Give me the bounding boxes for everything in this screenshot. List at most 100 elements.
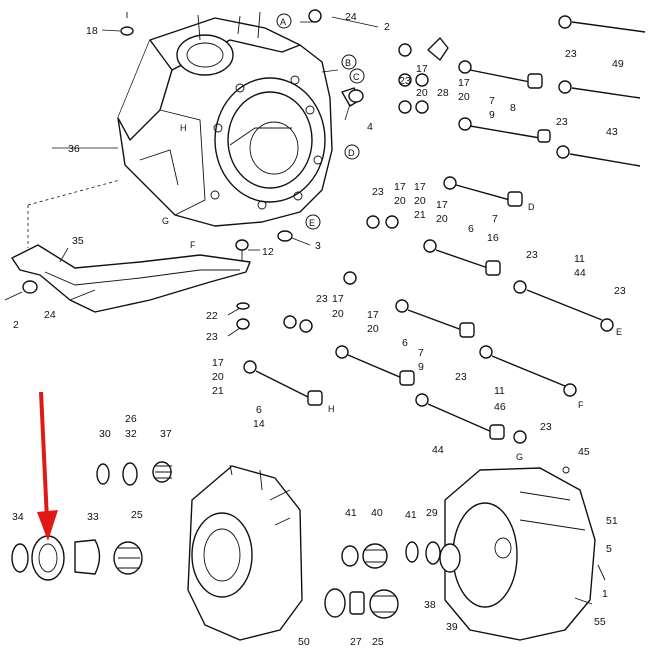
upper-crankcase-half <box>117 11 333 227</box>
strap-bracket-35 <box>4 179 251 330</box>
label-2: 2 <box>384 21 390 33</box>
label-41b: 41 <box>405 509 417 521</box>
label-28: 28 <box>437 87 449 99</box>
label-20g: 20 <box>367 323 379 335</box>
label-17c: 17 <box>394 181 406 193</box>
label-F2: F <box>578 400 584 410</box>
label-39: 39 <box>446 621 458 633</box>
bolts-and-washers <box>243 15 646 444</box>
label-23g: 23 <box>316 293 328 305</box>
lower-crankcase-left <box>187 464 303 641</box>
lower-bearing-set <box>324 543 399 619</box>
label-38: 38 <box>424 599 436 611</box>
label-22: 22 <box>206 310 218 322</box>
label-23b: 23 <box>399 75 411 87</box>
upper-case-small-parts <box>120 9 379 262</box>
label-46: 46 <box>494 401 506 413</box>
label-36: 36 <box>68 143 80 155</box>
label-F: F <box>190 240 196 250</box>
label-11b: 11 <box>494 385 505 397</box>
label-A: A <box>280 17 286 27</box>
label-17f: 17 <box>332 293 344 305</box>
label-32: 32 <box>125 428 137 440</box>
label-17d: 17 <box>414 181 426 193</box>
label-6a: 6 <box>468 223 474 235</box>
label-30: 30 <box>99 428 111 440</box>
label-G: G <box>162 216 169 226</box>
label-41a: 41 <box>345 507 357 519</box>
label-29: 29 <box>426 507 438 519</box>
label-7a: 7 <box>489 95 495 107</box>
label-51: 51 <box>606 515 618 527</box>
label-23j: 23 <box>540 421 552 433</box>
label-23d: 23 <box>556 116 568 128</box>
label-26: 26 <box>125 413 137 425</box>
label-20c: 20 <box>394 195 406 207</box>
label-23c: 23 <box>565 48 577 60</box>
label-23f: 23 <box>526 249 538 261</box>
label-23i: 23 <box>455 371 467 383</box>
leader-lines <box>52 21 351 337</box>
label-E: E <box>309 218 315 228</box>
label-9a: 9 <box>489 109 495 121</box>
label-G2: G <box>516 452 523 462</box>
label-37: 37 <box>160 428 172 440</box>
label-20d: 20 <box>414 195 426 207</box>
label-44a: 44 <box>574 267 586 279</box>
label-23: 23 <box>206 331 218 343</box>
label-4: 4 <box>367 121 373 133</box>
label-49: 49 <box>612 58 624 70</box>
label-40: 40 <box>371 507 383 519</box>
label-23h: 23 <box>614 285 626 297</box>
label-20b: 20 <box>458 91 470 103</box>
label-9b: 9 <box>418 361 424 373</box>
label-25b: 25 <box>372 636 384 648</box>
label-B: B <box>345 58 351 68</box>
label-27: 27 <box>350 636 362 648</box>
label-8: 8 <box>510 102 516 114</box>
label-17e: 17 <box>436 199 448 211</box>
label-20h: 20 <box>212 371 224 383</box>
red-pointer-arrow <box>37 391 58 541</box>
label-45: 45 <box>578 446 590 458</box>
label-20a: 20 <box>416 87 428 99</box>
label-25: 25 <box>131 509 143 521</box>
label-11a: 11 <box>574 253 585 265</box>
label-14: 14 <box>253 418 265 430</box>
label-20f: 20 <box>332 308 344 320</box>
label-17b: 17 <box>458 77 470 89</box>
label-6c: 6 <box>256 404 262 416</box>
label-24b: 24 <box>44 309 56 321</box>
label-E2: E <box>616 327 622 337</box>
label-50: 50 <box>298 636 310 648</box>
label-24: 24 <box>345 11 357 23</box>
label-7c: 7 <box>418 347 424 359</box>
label-17h: 17 <box>212 357 224 369</box>
letter-markers <box>276 13 365 230</box>
label-18: 18 <box>86 25 98 37</box>
label-7b: 7 <box>492 213 498 225</box>
bearing-components <box>11 461 172 581</box>
label-6b: 6 <box>402 337 408 349</box>
label-35: 35 <box>72 235 84 247</box>
label-2b: 2 <box>13 319 19 331</box>
label-H: H <box>180 123 187 133</box>
label-C: C <box>353 72 360 82</box>
label-55: 55 <box>594 616 606 628</box>
label-1: 1 <box>602 588 608 600</box>
label-D: D <box>348 148 355 158</box>
label-16: 16 <box>487 232 499 244</box>
lower-crankcase-right <box>405 466 606 641</box>
label-20e: 20 <box>436 213 448 225</box>
label-44b: 44 <box>432 444 444 456</box>
label-43: 43 <box>606 126 618 138</box>
label-17a: 17 <box>416 63 428 75</box>
label-23e: 23 <box>372 186 384 198</box>
label-3: 3 <box>315 240 321 252</box>
label-D2: D <box>528 202 535 212</box>
label-34: 34 <box>12 511 24 523</box>
label-21b: 21 <box>212 385 224 397</box>
label-21a: 21 <box>414 209 426 221</box>
label-12: 12 <box>262 246 274 258</box>
